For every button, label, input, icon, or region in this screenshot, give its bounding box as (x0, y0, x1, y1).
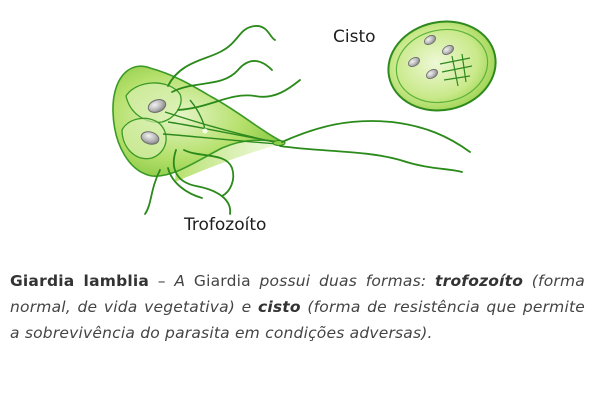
cyst-inner-membrane (395, 28, 489, 104)
caption-text-1: A (174, 272, 194, 290)
cyst-label: Cisto (333, 27, 376, 47)
caption-trophozoite-term: trofozoíto (434, 272, 524, 290)
caption-dash: – (149, 272, 175, 290)
cyst-nucleus-3 (408, 57, 420, 67)
flagella (144, 25, 471, 215)
caption-text-2: possui duas formas: (250, 272, 435, 290)
caption-genus: Giardia (193, 272, 251, 290)
caption-species-name: Giardia lamblia (10, 272, 150, 290)
trophozoite-label: Trofozoíto (184, 215, 267, 235)
cyst-wall (387, 20, 497, 112)
cyst-nucleus-1 (424, 35, 436, 45)
giardia-illustration (112, 20, 497, 215)
median-body (202, 128, 208, 134)
caption-text-4: (forma de resistência que permite a sobr… (10, 298, 585, 342)
trophozoite (112, 25, 471, 215)
cyst (387, 20, 497, 112)
cyst-axonemes (439, 53, 473, 87)
cyst-nucleus-4 (426, 69, 438, 79)
figure-caption: Giardia lamblia – A Giardia possui duas … (10, 268, 585, 346)
caption-cyst-term: cisto (257, 298, 301, 316)
trophozoite-nucleus-lower (140, 131, 160, 145)
caption-text-3: (forma normal, de vida vegetativa) e (10, 272, 585, 316)
trophozoite-nucleus-upper (147, 99, 167, 113)
cyst-nucleus-2 (442, 45, 454, 55)
